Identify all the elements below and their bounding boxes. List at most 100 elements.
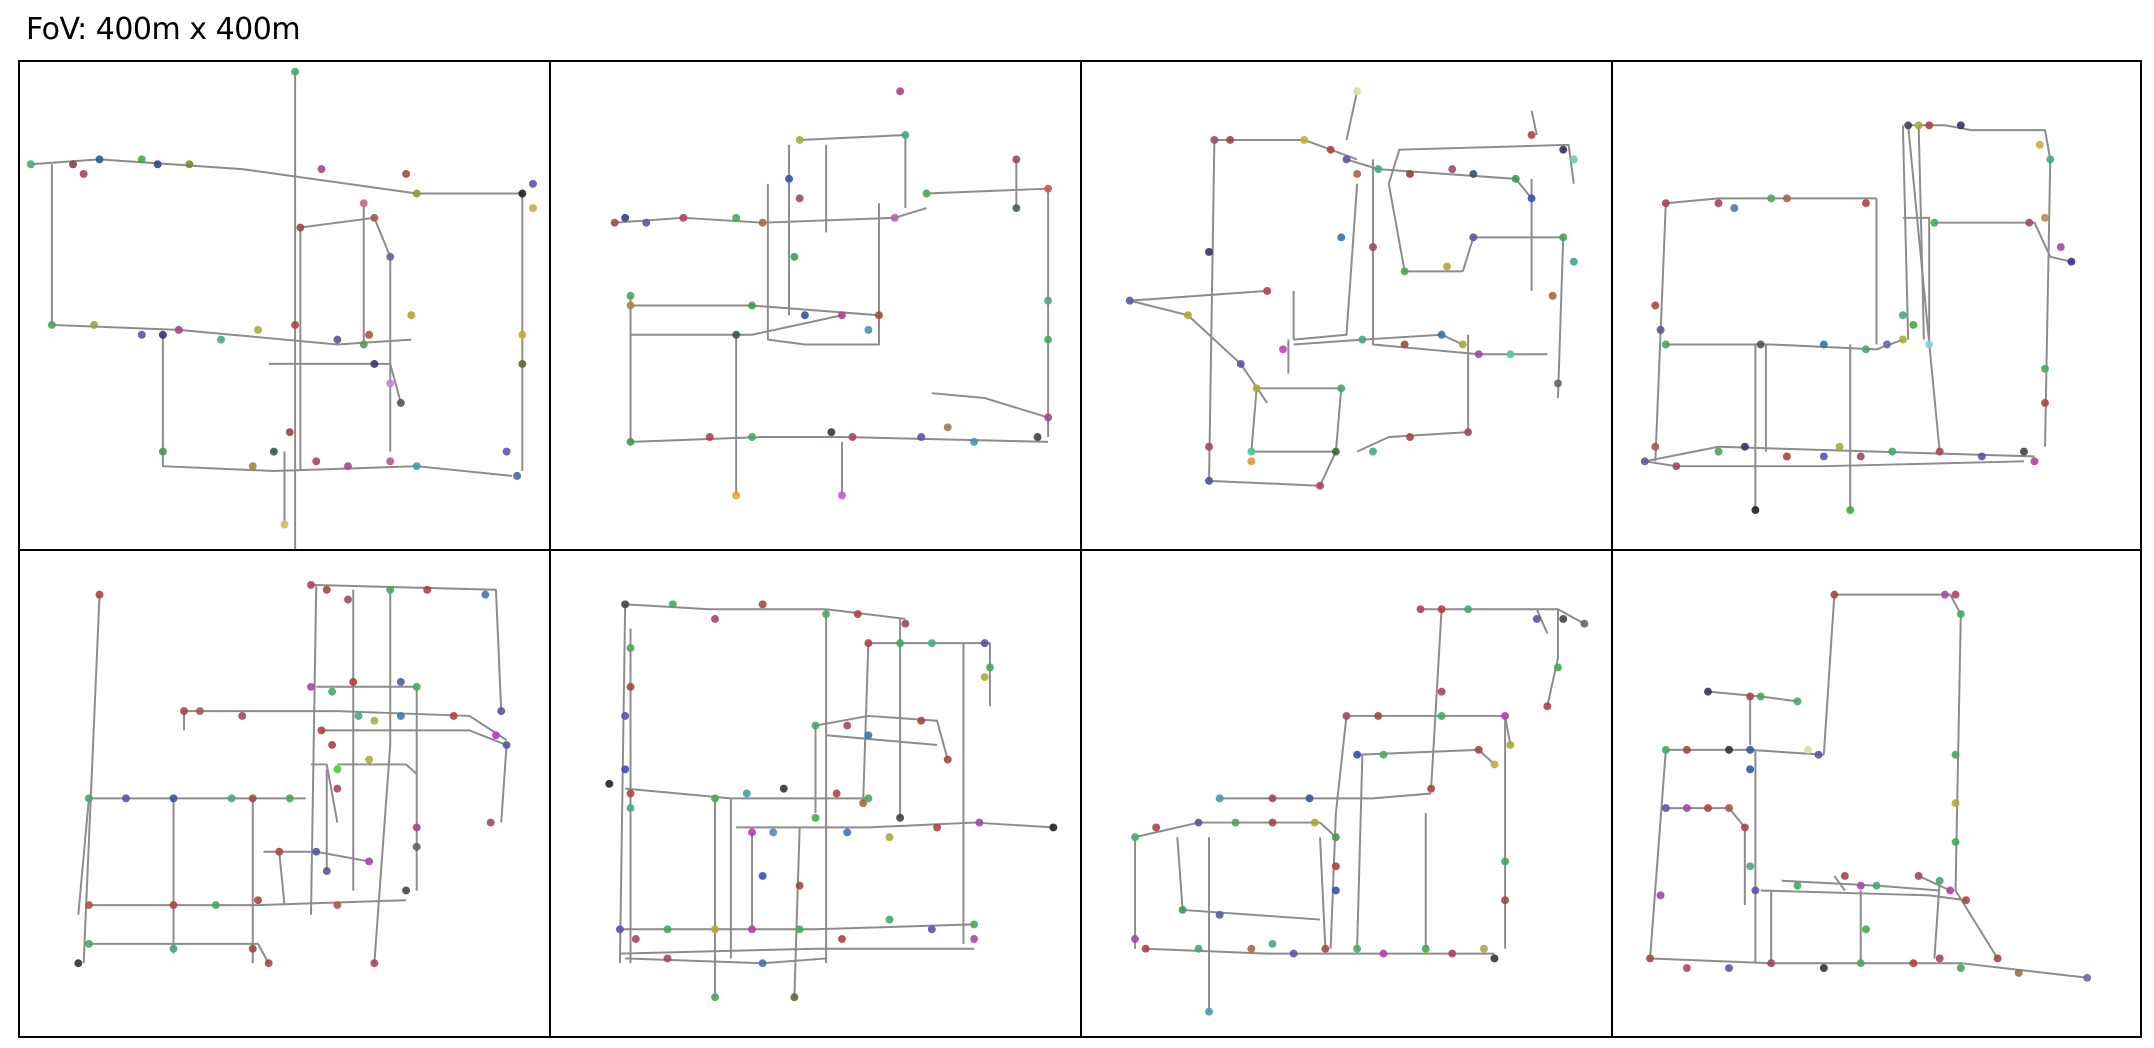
road-node: [90, 320, 99, 329]
road-segment: [1356, 334, 1470, 453]
road-node: [885, 833, 894, 842]
road-node: [169, 944, 178, 953]
road-node: [1956, 121, 1965, 130]
road-node: [137, 155, 146, 164]
road-nodes: [610, 87, 1053, 500]
road-node: [1369, 243, 1377, 252]
road-segment: [1293, 183, 1359, 341]
road-node: [1044, 296, 1053, 305]
road-segment: [1345, 91, 1359, 141]
road-node: [365, 755, 374, 764]
road-segment: [77, 798, 90, 915]
road-node: [748, 925, 756, 934]
road-node: [1033, 433, 1042, 441]
road-node: [864, 731, 873, 740]
road-node: [1331, 862, 1340, 871]
road-node: [732, 491, 741, 500]
road-node: [1501, 896, 1510, 905]
road-node: [626, 644, 635, 652]
road-lines: [1649, 593, 2088, 979]
road-node: [933, 823, 942, 832]
road-segment: [619, 947, 975, 955]
road-node: [1751, 886, 1760, 895]
road-node: [84, 901, 93, 910]
road-node: [95, 155, 104, 164]
road-lines: [618, 603, 1054, 998]
road-node: [970, 920, 979, 929]
road-node: [412, 823, 421, 832]
road-node: [307, 580, 315, 589]
road-node: [922, 189, 931, 198]
road-node: [1580, 619, 1589, 628]
road-node: [1458, 340, 1467, 349]
road-node: [822, 610, 831, 619]
road-segment: [300, 216, 392, 452]
road-node: [1501, 711, 1510, 720]
road-node: [1804, 745, 1813, 754]
road-node: [1310, 818, 1319, 827]
road-segment: [619, 923, 975, 931]
road-node: [386, 585, 395, 594]
road-node: [1342, 711, 1351, 720]
road-node: [1661, 804, 1670, 813]
road-node: [610, 218, 619, 227]
road-node: [1956, 610, 1965, 619]
road-node: [663, 954, 672, 963]
road-node: [1437, 330, 1446, 339]
road-node: [711, 614, 719, 623]
panel-5: [18, 549, 551, 1038]
road-node: [2041, 364, 2049, 373]
road-node: [1479, 944, 1488, 953]
road-node: [1131, 935, 1140, 943]
road-segment: [1649, 749, 1667, 959]
road-node: [1553, 663, 1562, 672]
road-node: [1651, 442, 1660, 451]
road-node: [1464, 428, 1473, 437]
road-node: [1883, 340, 1891, 349]
road-node: [1205, 247, 1213, 256]
road-segment: [1293, 333, 1464, 346]
road-node: [1940, 590, 1949, 599]
road-node: [1714, 199, 1723, 208]
road-node: [663, 925, 672, 934]
panel-8: [1611, 549, 2142, 1038]
road-node: [1337, 384, 1346, 393]
road-node: [943, 423, 952, 432]
road-node: [1416, 605, 1425, 614]
road-segment: [268, 362, 402, 404]
road-network-6: [605, 600, 1058, 1002]
road-node: [1862, 345, 1870, 354]
road-node: [885, 915, 894, 924]
road-node: [1289, 949, 1298, 958]
road-node: [386, 252, 395, 261]
road-segment: [1387, 183, 1463, 273]
road-node: [711, 925, 719, 934]
road-node: [1746, 765, 1755, 774]
road-node: [402, 170, 411, 178]
road-node: [1400, 267, 1409, 276]
road-node: [2067, 257, 2076, 266]
road-node: [1548, 291, 1557, 300]
road-nodes: [1640, 121, 2076, 514]
road-segment: [1918, 875, 1951, 892]
road-segment: [1917, 125, 1925, 340]
road-segment: [1834, 593, 1999, 959]
road-segment: [378, 589, 392, 891]
road-segment: [88, 942, 270, 964]
road-node: [970, 935, 979, 943]
road-node: [748, 301, 756, 310]
road-node: [1661, 745, 1670, 754]
road-node: [1935, 954, 1944, 963]
road-node: [1205, 442, 1213, 451]
road-node: [354, 711, 363, 720]
road-node: [254, 896, 262, 905]
road-node: [1448, 949, 1457, 958]
road-node: [864, 325, 873, 334]
road-node: [248, 462, 257, 471]
road-node: [386, 379, 395, 388]
road-node: [502, 741, 511, 749]
road-node: [843, 721, 852, 730]
road-node: [1305, 794, 1314, 803]
road-node: [1725, 964, 1733, 973]
road-node: [1353, 170, 1362, 178]
